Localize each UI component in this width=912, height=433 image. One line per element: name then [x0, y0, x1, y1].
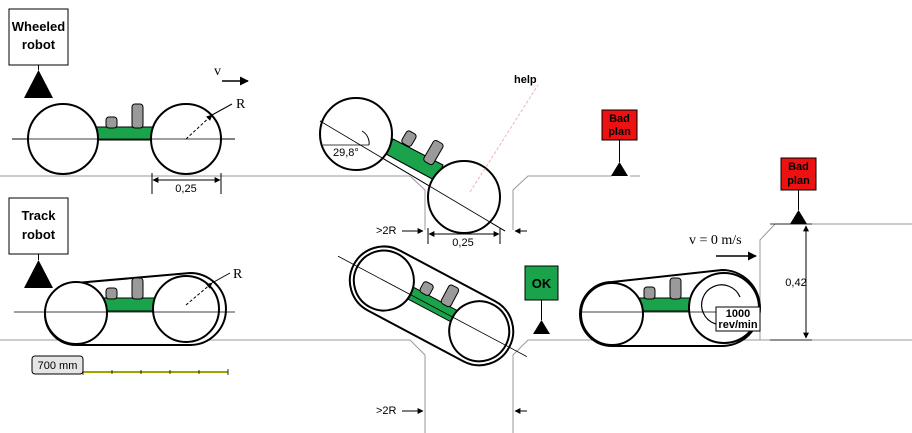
bad-plan-1-pointer-icon — [611, 162, 628, 176]
wheeled-robot-box: Wheeled robot — [8, 8, 69, 66]
wheeled-pointer-icon — [24, 70, 53, 98]
track-radius-label: R — [233, 267, 243, 282]
track-label-line2: robot — [22, 227, 56, 242]
ok-label: OK — [532, 276, 552, 291]
bad-plan-1-line1: Bad — [609, 113, 630, 125]
tilted-track-robot — [337, 245, 528, 367]
step-height-label: 0,42 — [785, 277, 806, 289]
tilted-wheeled-robot: 29,8° help 0,25 >2R — [319, 74, 539, 249]
rpm-label-box — [715, 306, 761, 332]
track-robot-box: Track robot — [8, 197, 69, 255]
wheeled-motor-small — [105, 116, 118, 129]
ok-box: OK — [524, 265, 559, 334]
terrain-step — [630, 175, 912, 340]
gap-bottom-label: >2R — [376, 405, 397, 417]
tilted-wheel-left — [319, 97, 393, 171]
scale-label: 700 mm — [38, 360, 78, 372]
bad-plan-2-pointer-icon — [790, 210, 807, 224]
bad-plan-box-1: Bad plan — [601, 109, 638, 176]
ok-pointer-icon — [533, 320, 550, 334]
bad-plan-2-line2: plan — [787, 175, 810, 187]
track-wheel-right — [152, 275, 220, 343]
angle-label: 29,8° — [333, 147, 359, 159]
bad-plan-2-line1: Bad — [788, 161, 809, 173]
rpm-line1: 1000 — [726, 308, 750, 320]
wheeled-label-line2: robot — [22, 37, 56, 52]
wheeled-robot: R 0,25 — [12, 97, 246, 195]
wheeled-distance-label: 0,25 — [175, 183, 196, 195]
velocity-zero-label: v = 0 m/s — [689, 233, 742, 248]
step-track-robot: 1000 rev/min — [579, 268, 761, 347]
bad-plan-1-line2: plan — [608, 126, 631, 138]
velocity-label: v — [214, 64, 221, 79]
scale-bar: 700 mm — [31, 355, 229, 375]
track-robot: R — [14, 267, 243, 346]
wheeled-motor-tall — [131, 103, 144, 129]
wheeled-chassis — [94, 126, 158, 141]
help-label: help — [514, 74, 537, 86]
gap-top-label: >2R — [376, 225, 397, 237]
tilted-wheel-right — [427, 160, 501, 234]
track-label-line1: Track — [22, 208, 57, 223]
step-height-dimension: 0,42 — [770, 223, 812, 341]
velocity-indicator: v — [214, 64, 249, 86]
scale-label-box — [31, 355, 84, 375]
track-pointer-icon — [24, 260, 53, 288]
wheeled-label-line1: Wheeled — [12, 19, 66, 34]
tilted-distance-label: 0,25 — [452, 237, 473, 249]
wheeled-radius-label: R — [236, 97, 246, 112]
terrain-top — [0, 175, 612, 230]
track-wheel-left — [44, 281, 108, 345]
rpm-line2: rev/min — [718, 319, 757, 331]
bad-plan-box-2: Bad plan — [780, 157, 817, 224]
